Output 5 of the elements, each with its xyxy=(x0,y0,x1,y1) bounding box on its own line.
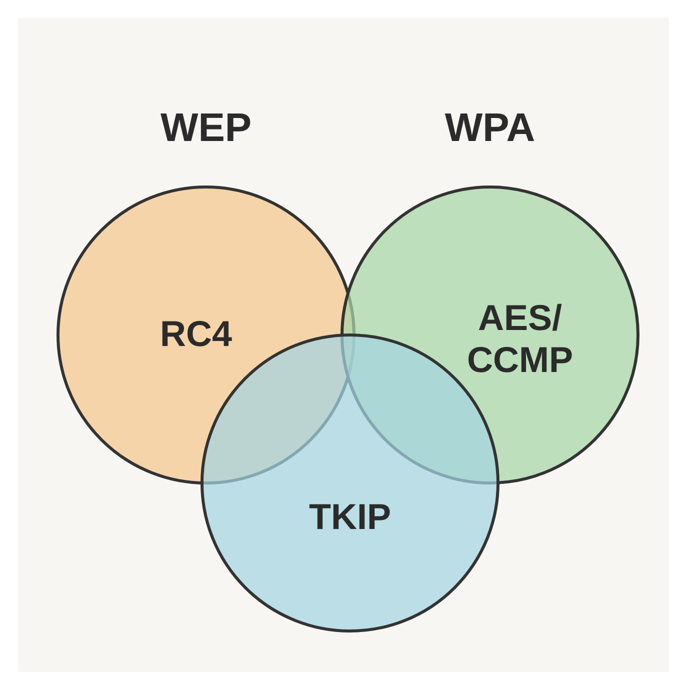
set-item: AES/ CCMP xyxy=(466,297,574,381)
set-heading: WEP xyxy=(159,106,253,151)
set-heading: WPA xyxy=(444,106,536,151)
set-item: RC4 xyxy=(158,313,234,355)
set-item: TKIP xyxy=(308,496,392,538)
